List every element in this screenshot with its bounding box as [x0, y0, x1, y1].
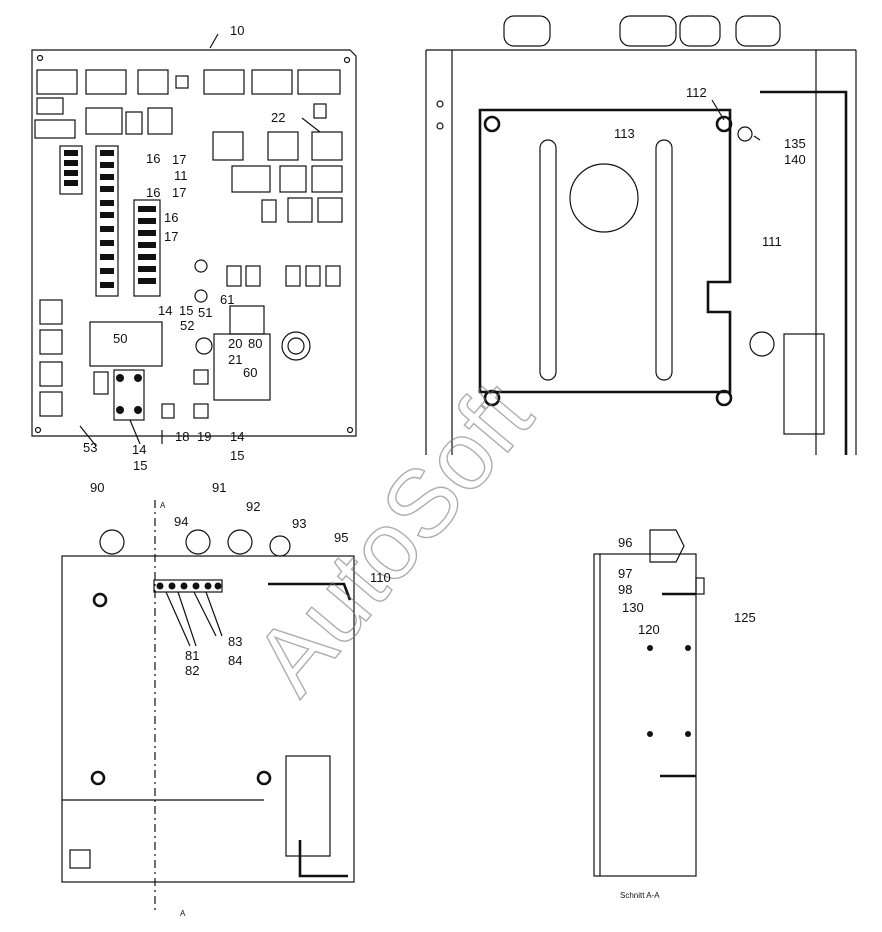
callout-140: 140 [784, 152, 806, 167]
callout-labels: 10 22 16 17 11 17 16 16 17 14 15 51 61 5… [83, 23, 806, 918]
callout-83: 83 [228, 634, 242, 649]
relay-20-80 [213, 333, 271, 401]
callout-20: 20 [228, 336, 242, 351]
cutout-113 [569, 163, 639, 233]
callout-17b: 17 [172, 185, 186, 200]
callout-135: 135 [784, 136, 806, 151]
callout-90: 90 [90, 480, 104, 495]
callout-14: 14 [158, 303, 172, 318]
enclosure-top-view [425, 15, 857, 455]
callout-111: 111 [762, 234, 782, 249]
callout-18: 18 [175, 429, 189, 444]
section-a-a-view [593, 529, 705, 877]
callout-17c: 17 [164, 229, 178, 244]
callout-61: 61 [220, 292, 234, 307]
callout-10: 10 [230, 23, 244, 38]
circuit-board-panel [31, 33, 357, 447]
callout-14c: 14 [230, 429, 244, 444]
callout-14b: 14 [132, 442, 146, 457]
callout-53: 53 [83, 440, 97, 455]
callout-51: 51 [198, 305, 212, 320]
fuse-block-left [59, 145, 161, 297]
callout-82: 82 [185, 663, 199, 678]
callout-125: 125 [734, 610, 756, 625]
callout-113: 113 [614, 126, 635, 141]
relay-module-50 [89, 321, 163, 367]
callout-96: 96 [618, 535, 632, 550]
round-connector [281, 331, 311, 361]
callout-92: 92 [246, 499, 260, 514]
section-marker-bottom: A [180, 909, 186, 918]
callout-80: 80 [248, 336, 262, 351]
callout-91: 91 [212, 480, 226, 495]
callout-15c: 15 [230, 448, 244, 463]
callout-15: 15 [179, 303, 193, 318]
callout-98: 98 [618, 582, 632, 597]
section-caption: Schnitt A-A [620, 891, 660, 900]
callout-16: 16 [146, 151, 160, 166]
connector-row [34, 69, 343, 223]
callout-97: 97 [618, 566, 632, 581]
callout-84: 84 [228, 653, 242, 668]
callout-60: 60 [243, 365, 257, 380]
callout-11: 11 [174, 168, 188, 183]
watermark: AutoSoft [234, 363, 553, 714]
section-marker-top: A [160, 501, 166, 510]
callout-130: 130 [622, 600, 644, 615]
callout-17: 17 [172, 152, 186, 167]
callout-15b: 15 [133, 458, 147, 473]
callout-81: 81 [185, 648, 199, 663]
callout-93: 93 [292, 516, 306, 531]
callout-22: 22 [271, 110, 285, 125]
callout-19: 19 [197, 429, 211, 444]
callout-95: 95 [334, 530, 348, 545]
callout-21: 21 [228, 352, 242, 367]
callout-16b: 16 [146, 185, 160, 200]
callout-120: 120 [638, 622, 660, 637]
callout-50: 50 [113, 331, 127, 346]
callout-110: 110 [370, 570, 391, 585]
callout-52: 52 [180, 318, 194, 333]
callout-112: 112 [686, 85, 707, 100]
enclosure-front-view [61, 500, 355, 914]
callout-94: 94 [174, 514, 188, 529]
callout-16c: 16 [164, 210, 178, 225]
